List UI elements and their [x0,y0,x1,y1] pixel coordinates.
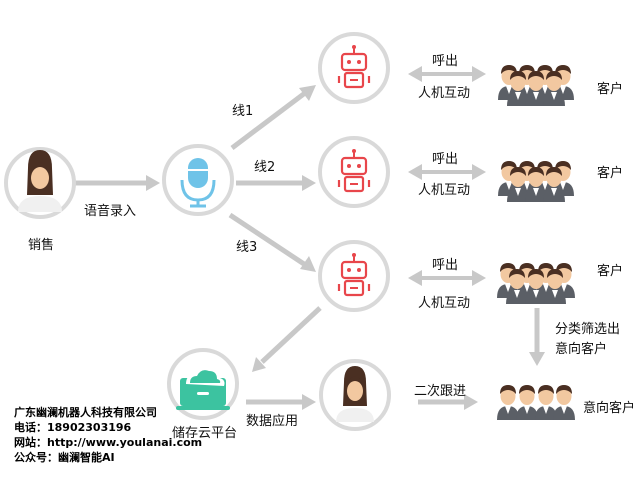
company-name: 广东幽澜机器人科技有限公司 [14,406,157,419]
line3-label: 线3 [236,240,258,255]
customer-group-icon-1 [498,65,574,106]
interact-label-3: 人机互动 [418,296,471,311]
robot-icon-2 [318,136,390,208]
intention-customer-group-icon [497,385,575,420]
interact-label-1: 人机互动 [418,86,471,101]
storage-label: 储存云平台 [172,426,238,441]
company-phone: 电话：18902303196 [14,421,132,434]
customer-group-icon-3 [497,263,575,304]
call-label-2: 呼出 [432,152,459,167]
classify-label-line1: 分类筛选出 [555,322,621,337]
customer-group-icon-2 [498,161,574,202]
classify-label-line2: 意向客户 [555,342,608,357]
call-label-3: 呼出 [432,258,459,273]
voice-input-label: 语音录入 [84,204,137,219]
robot-icon-1 [318,32,390,104]
arrows [72,85,545,410]
sales-person-icon [4,147,76,219]
customer-label-3: 客户 [597,264,624,279]
intention-customer-label: 意向客户 [583,401,636,416]
sales-label: 销售 [28,238,55,253]
followup-label: 二次跟进 [414,384,467,399]
call-label-1: 呼出 [432,54,459,69]
company-info: 广东幽澜机器人科技有限公司 电话：18902303196 网站：http://w… [14,405,202,465]
company-wechat: 公众号：幽澜智能AI [14,451,115,464]
double-arrows [408,66,486,286]
cloud-storage-icon [167,348,239,420]
line2-label: 线2 [254,160,276,175]
data-app-label: 数据应用 [246,414,299,429]
interact-label-2: 人机互动 [418,183,471,198]
microphone-icon [162,144,234,216]
agent-person-icon [319,359,391,431]
robot-icon-3 [318,240,390,312]
line1-label: 线1 [232,104,254,119]
company-website: 网站：http://www.youlanai.com [14,436,203,449]
customer-label-2: 客户 [597,166,624,181]
customer-label-1: 客户 [597,82,624,97]
